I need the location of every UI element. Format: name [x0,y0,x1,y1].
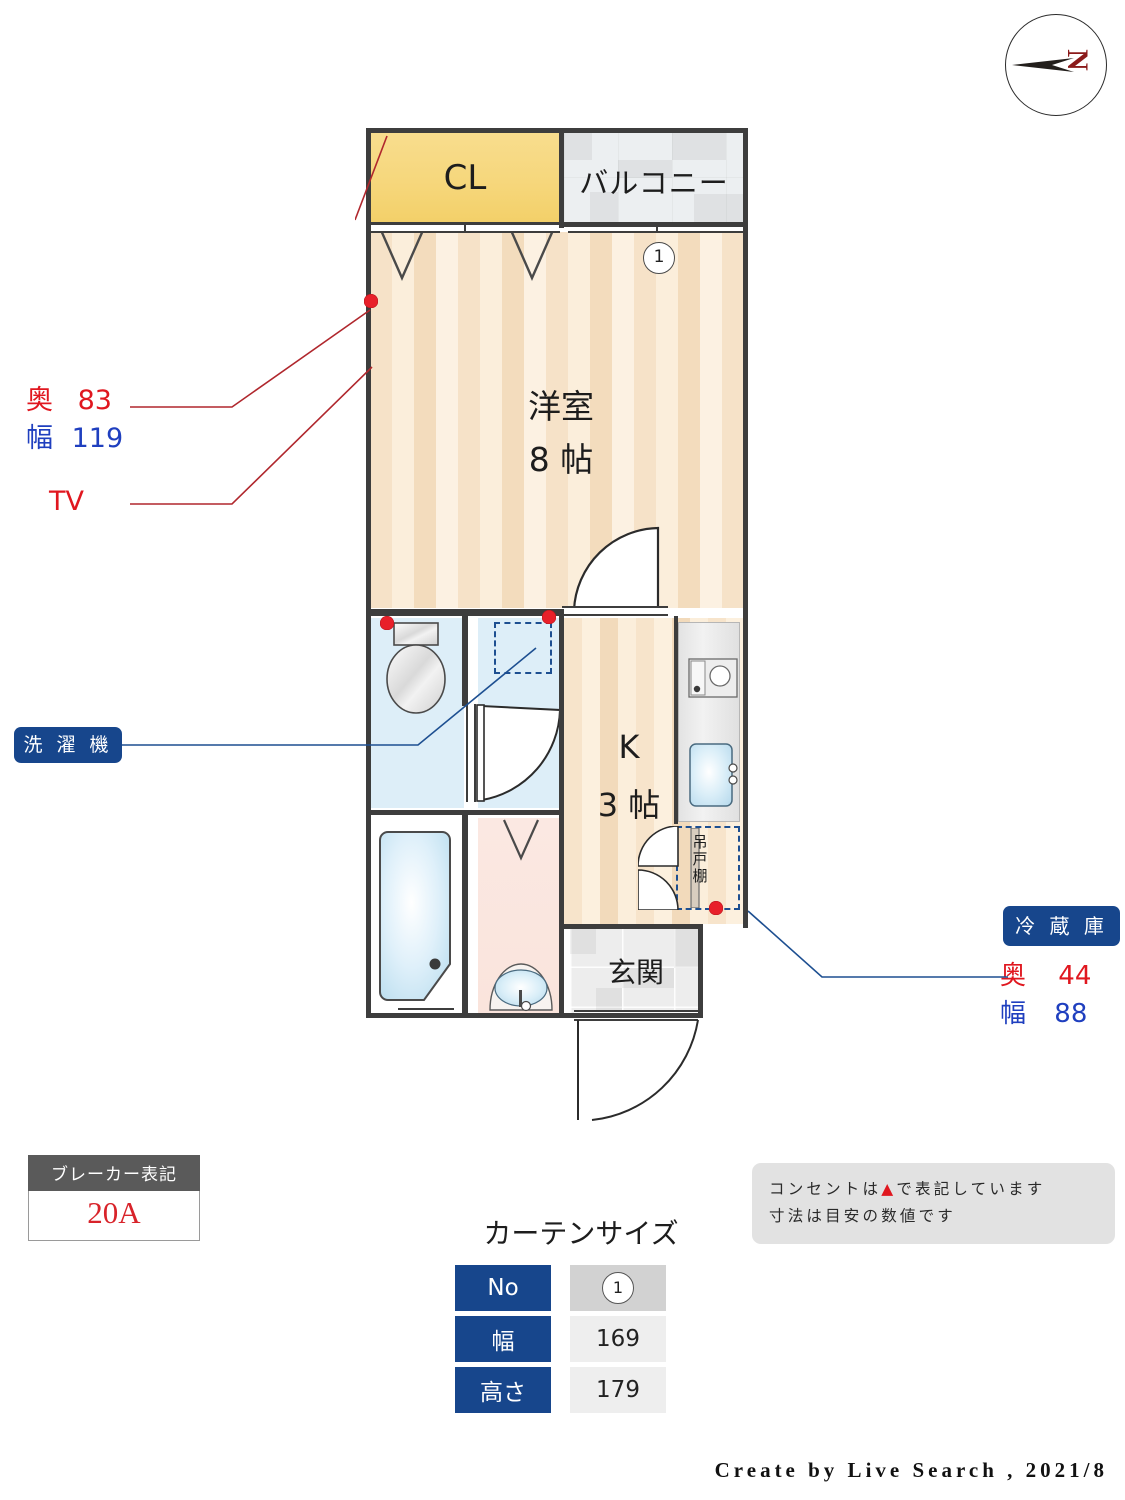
fridge-width-row: 幅 88 [1000,993,1087,1030]
window-marker-1: 1 [643,242,675,274]
fridge-depth-key: 奥 [1000,961,1027,991]
room-balcony [564,132,744,222]
vanity-sink-icon [488,954,554,1017]
room-kitchen-label: K [618,728,640,766]
washer-placement-box [494,622,552,674]
wall-bath-right [462,814,468,1014]
tv-width-key: 幅 [26,423,53,454]
breaker-title: ブレーカー表記 [28,1155,200,1191]
compass-rose: N [1005,14,1107,116]
room-entrance [570,928,702,1014]
compass-north-label: N [1060,49,1094,71]
legend-note: コンセントは▲で表記しています 寸法は目安の数値です [752,1163,1115,1245]
toilet-door-opening [466,704,476,802]
bedroom-door-opening [562,606,668,616]
room-western-style-size: 8 帖 [528,440,594,479]
curtain-row-no: No 1 [455,1265,666,1311]
closet-hanger-icon [378,226,426,286]
compass-needle-icon [1012,57,1074,73]
fridge-depth-value: 44 [1058,961,1092,991]
fridge-depth-row: 奥 44 [1000,955,1091,992]
wall-bottom-left [366,1013,564,1018]
kitchen-sink-icon [688,742,738,813]
outlet-marker [709,901,723,915]
washer-badge: 洗 濯 機 [14,727,122,763]
room-closet [370,132,560,222]
wall-toilet-right [462,614,468,706]
hanging-cabinet-door-icon [678,827,700,913]
room-western-style [370,232,744,608]
outlet-marker [364,294,378,308]
floor-plan: CL バルコニー 洋室 8 帖 1 [364,128,748,1121]
outlet-marker [542,610,556,624]
bathtub-icon [378,828,456,1011]
stove-icon [688,658,738,703]
breaker-value: 20A [28,1191,200,1241]
balcony-window-divider [656,222,658,233]
curtain-value-width: 169 [570,1316,666,1362]
note-line1-b: で表記しています [896,1180,1046,1198]
room-entrance-label: 玄関 [607,956,664,989]
tv-width-row: 幅 119 [26,416,123,455]
curtain-no-circle: 1 [602,1272,634,1304]
room-western-style-label: 洋室 [528,387,594,426]
washer-leader-line [122,640,542,763]
washroom-hanger-icon [502,818,540,867]
tv-depth-row: 奥 83 [26,378,112,417]
note-line1-a: コンセントは [769,1180,882,1198]
fridge-badge: 冷 蔵 庫 [1003,906,1120,946]
curtain-key-width: 幅 [455,1316,551,1362]
kitchen-door-swing-icon [637,825,680,873]
curtain-key-height: 高さ [455,1367,551,1413]
outlet-marker-icon: ▲ [881,1180,897,1198]
room-kitchen-size: 3 帖 [597,786,661,824]
entrance-door-swing-icon [576,1018,702,1127]
footer-credit: Create by Live Search , 2021/8 [714,1458,1108,1482]
tv-leader-lines [20,170,380,525]
wall-closet-bottom [366,222,564,225]
curtain-row-width: 幅 169 [455,1316,666,1362]
outlet-marker [380,616,394,630]
wall-bedroom-bottom [366,609,564,616]
room-balcony-label: バルコニー [579,166,729,200]
wall-top [366,128,748,133]
tv-leader-to-closet [354,128,405,323]
closet-hanger-icon [508,226,556,286]
curtain-row-height: 高さ 179 [455,1367,666,1413]
fridge-width-value: 88 [1054,999,1088,1029]
hanging-cabinet-box [676,826,740,910]
wall-balcony-bottom [562,222,748,227]
washroom-door-swing-icon [476,704,562,809]
tv-depth-value: 83 [77,385,112,416]
curtain-table: No 1 幅 169 高さ 179 [455,1265,666,1418]
bedroom-door-swing-icon [570,526,662,617]
note-line-1: コンセントは▲で表記しています [752,1176,1115,1203]
tv-depth-key: 奥 [26,385,53,416]
curtain-value-height: 179 [570,1367,666,1413]
tv-width-value: 119 [71,423,124,454]
curtain-value-no: 1 [570,1265,666,1311]
wall-closet-balcony [559,128,564,228]
wall-toilet-bottom [366,810,564,815]
toilet-icon [384,622,448,723]
wall-left [366,128,371,1018]
tv-label: TV [49,486,84,517]
breaker-table: ブレーカー表記 20A [28,1155,200,1241]
curtain-table-title: カーテンサイズ [483,1217,679,1250]
fridge-width-key: 幅 [1000,999,1027,1029]
wall-bottom-right [562,1013,703,1018]
fridge-leader-line [747,905,1010,1000]
room-closet-label: CL [443,158,487,198]
room-cabinet-label: 吊戸棚 [692,833,708,885]
wall-kitchen-counter-left [674,616,678,824]
kitchen-door-swing-icon [637,868,680,915]
wall-genkan-top [562,924,703,929]
wall-right-upper [743,128,748,928]
closet-opening-divider [464,222,466,233]
wall-right-lower [698,924,703,1018]
curtain-key-no: No [455,1265,551,1311]
note-line-2: 寸法は目安の数値です [769,1207,957,1226]
